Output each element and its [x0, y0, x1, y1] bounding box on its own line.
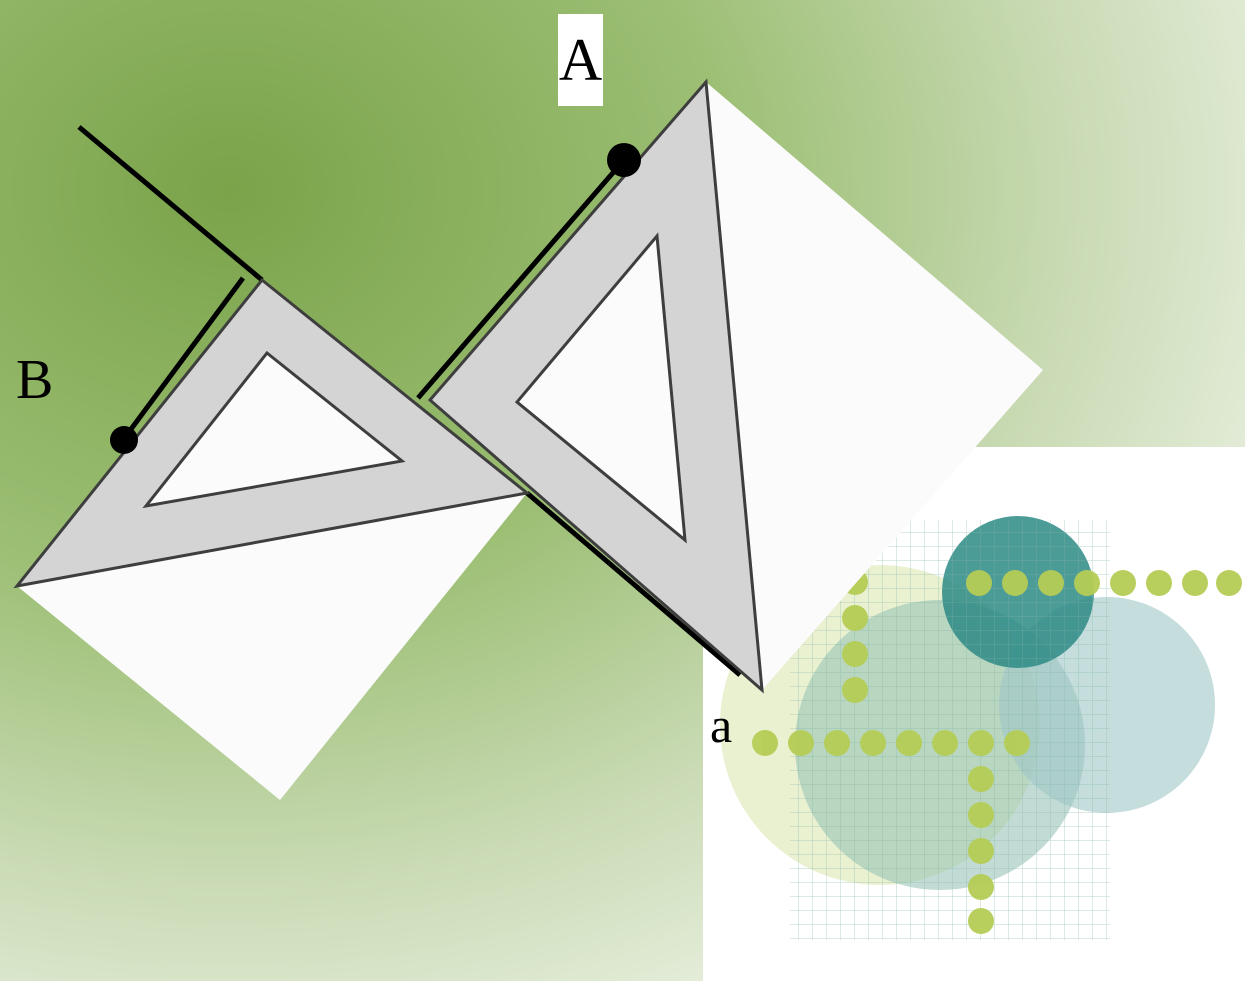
- point-A-dot: [607, 143, 641, 177]
- line-through-B: [77, 125, 264, 282]
- label-B: B: [16, 349, 54, 411]
- right-set-square: [427, 78, 764, 694]
- label-A: A: [558, 14, 603, 106]
- line-to-B: [120, 276, 246, 442]
- point-B-dot: [110, 426, 138, 454]
- line-a: [525, 491, 742, 677]
- label-a: a: [710, 697, 733, 753]
- line-to-A: [416, 158, 626, 400]
- left-set-square: [13, 277, 531, 589]
